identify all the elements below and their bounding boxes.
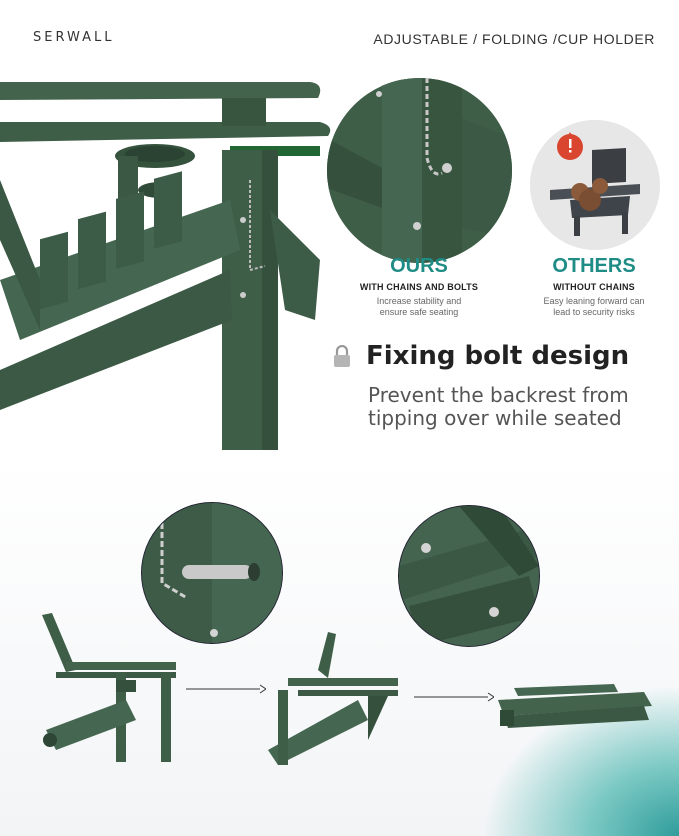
others-title: OTHERS	[552, 255, 636, 277]
lock-icon	[334, 345, 350, 367]
chair-half-folded-illustration	[268, 632, 398, 765]
sequence-arrow-1	[186, 684, 266, 694]
others-desc-line2: lead to security risks	[553, 307, 635, 317]
chair-folded-illustration	[498, 684, 652, 728]
feature-description: Prevent the backrest from tipping over w…	[368, 384, 658, 430]
page-tagline: ADJUSTABLE / FOLDING /CUP HOLDER	[373, 31, 655, 47]
feature-line1: Prevent the backrest from	[368, 383, 629, 407]
chair-unfolded-illustration	[42, 613, 176, 762]
feature-title: Fixing bolt design	[366, 341, 630, 371]
ours-subtitle: WITH CHAINS AND BOLTS	[359, 282, 479, 292]
feature-line2: tipping over while seated	[368, 406, 622, 430]
ours-desc-line2: ensure safe seating	[379, 307, 459, 317]
ours-title: OURS	[390, 255, 448, 277]
brand-logo: SERWALL	[33, 30, 115, 45]
ours-detail-circle	[327, 78, 512, 263]
bolt-joint-detail-circle	[398, 505, 540, 647]
sequence-arrow-2	[414, 692, 494, 702]
others-detail-circle	[530, 120, 660, 250]
chair-closeup-illustration	[0, 82, 331, 450]
others-subtitle: WITHOUT CHAINS	[553, 282, 635, 292]
ours-desc-line1: Increase stability and	[376, 296, 462, 306]
others-desc-line1: Easy leaning forward can	[543, 296, 645, 306]
